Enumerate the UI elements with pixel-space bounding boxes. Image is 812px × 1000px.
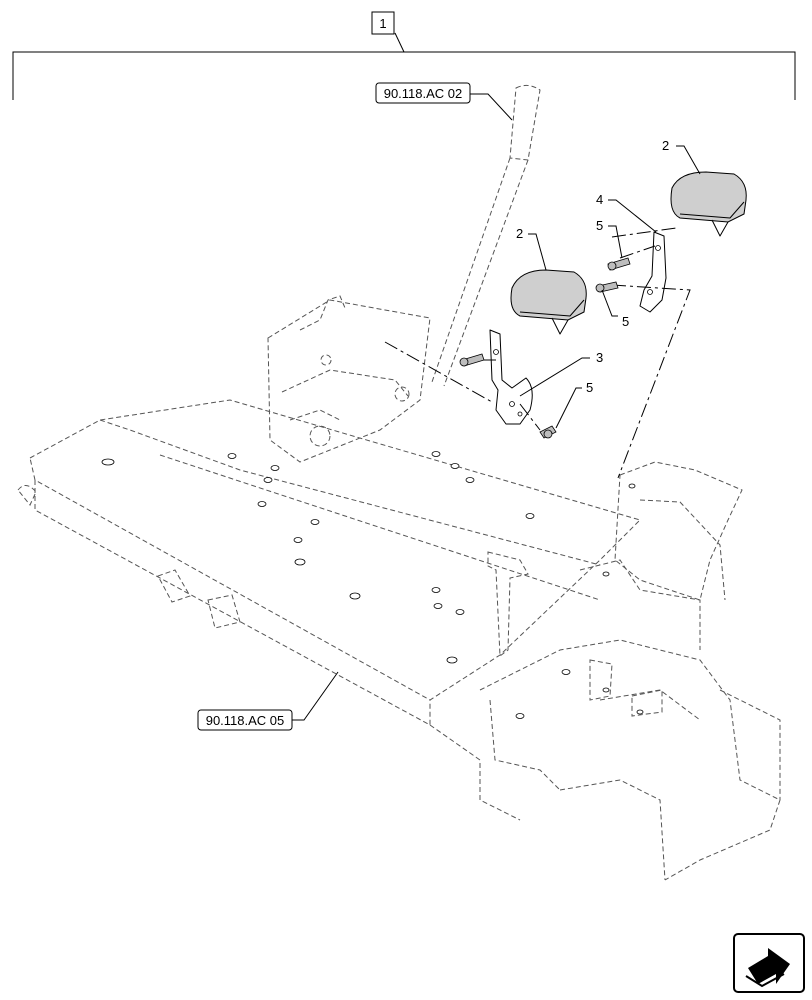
callout-bolt-right-lower[interactable]: 5 (622, 314, 629, 329)
callout-bolt-left[interactable]: 5 (586, 380, 593, 395)
reference-label-bottom-text: 90.118.AC 05 (206, 713, 285, 728)
right-tower-structure (479, 461, 781, 881)
lever-handle (431, 84, 541, 387)
callout-pad-right[interactable]: 2 (662, 138, 669, 153)
reference-label-top[interactable]: 90.118.AC 02 (375, 82, 513, 121)
bolt-right-lower[interactable] (595, 281, 619, 293)
platform-holes (101, 451, 535, 664)
left-pivot-console (267, 295, 431, 463)
callout-bracket-right[interactable]: 4 (596, 192, 603, 207)
reference-label-bottom[interactable]: 90.118.AC 05 (197, 671, 339, 731)
assembly-centerlines (384, 227, 691, 479)
bracket-right[interactable] (639, 231, 667, 313)
assembly-bracket (12, 32, 796, 100)
main-frame-platform (17, 399, 641, 821)
seat-pad-right[interactable] (670, 171, 747, 237)
reference-label-top-text: 90.118.AC 02 (384, 86, 463, 101)
bolt-left-upper[interactable] (459, 353, 485, 367)
bracket-left[interactable] (489, 329, 533, 425)
next-page-arrow-icon[interactable] (733, 933, 805, 993)
callout-leaders (519, 145, 701, 429)
assembly-callout-box[interactable]: 1 (371, 11, 395, 35)
bolt-right-upper[interactable] (607, 257, 631, 271)
center-bracket (487, 551, 529, 657)
callout-pad-left[interactable]: 2 (516, 226, 523, 241)
callout-bracket-left[interactable]: 3 (596, 350, 603, 365)
callout-bolt-right-upper[interactable]: 5 (596, 218, 603, 233)
assembly-callout-label: 1 (379, 16, 386, 31)
seat-pad-left[interactable] (510, 269, 587, 335)
bolt-left-lower[interactable] (539, 425, 557, 439)
